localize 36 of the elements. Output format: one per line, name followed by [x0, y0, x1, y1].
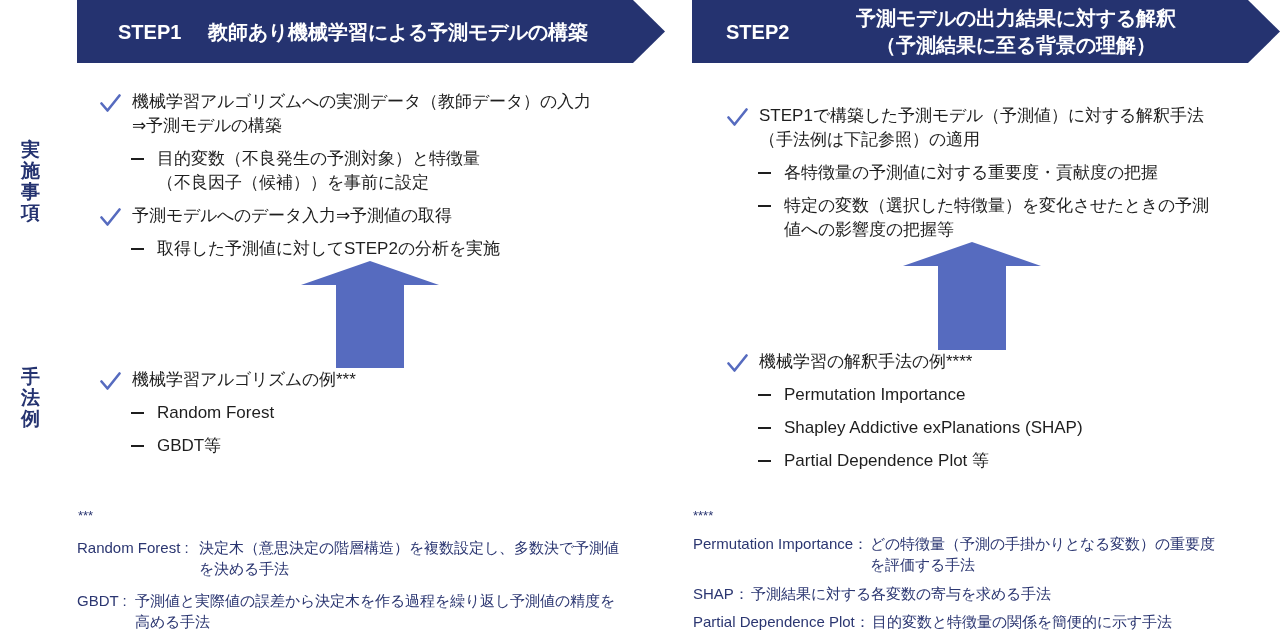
- list-item-text: 予測モデルへのデータ入力⇒予測値の取得: [132, 205, 453, 227]
- list-item-text: GBDT等: [157, 435, 222, 457]
- step-title: 教師あり機械学習による予測モデルの構築: [208, 19, 588, 45]
- step-banner: [692, 0, 1280, 63]
- block-arrow: [903, 242, 1041, 350]
- list-item-text: Permutation Importance: [784, 384, 966, 406]
- footnote-term: SHAP：: [693, 584, 749, 604]
- row-heading: 実施事項: [21, 139, 41, 223]
- footnote-text: 予測結果に対する各変数の寄与を求める手法: [750, 584, 1051, 604]
- step-title: 予測モデルの出力結果に対する解釈（予測結果に至る背景の理解）: [855, 5, 1177, 58]
- step-number: STEP2: [726, 19, 790, 44]
- row-heading: 手法例: [21, 366, 41, 429]
- list-item-text: Random Forest: [157, 402, 275, 424]
- footnote-term: Permutation Importance：: [693, 534, 869, 554]
- footnote-term: GBDT :: [77, 591, 127, 611]
- list-item-text: 機械学習アルゴリズムへの実測データ（教師データ）の入力⇒予測モデルの構築: [132, 91, 592, 137]
- list-item-text: 各特徴量の予測値に対する重要度・貢献度の把握: [784, 162, 1158, 184]
- list-item-text: Partial Dependence Plot 等: [784, 450, 990, 472]
- list-item-text: Shapley Addictive exPlanations (SHAP): [784, 417, 1083, 439]
- footnote-text: 予測値と実際値の誤差から決定木を作る過程を繰り返し予測値の精度を高める手法: [134, 591, 616, 632]
- list-item-text: 特定の変数（選択した特徴量）を変化させたときの予測値への影響度の把握等: [784, 195, 1210, 241]
- footnote-mark: ***: [78, 508, 94, 524]
- footnote-mark: ****: [693, 508, 714, 524]
- list-item-text: 機械学習アルゴリズムの例***: [132, 369, 356, 391]
- block-arrow: [301, 261, 439, 368]
- list-item-text: 目的変数（不良発生の予測対象）と特徴量（不良因子（候補））を事前に設定: [157, 148, 481, 194]
- step-banner: [77, 0, 665, 63]
- footnote-text: どの特徴量（予測の手掛かりとなる変数）の重要度を評価する手法: [870, 534, 1217, 575]
- list-item-text: STEP1で構築した予測モデル（予測値）に対する解釈手法（手法例は下記参照）の適用: [759, 105, 1205, 151]
- footnote-text: 決定木（意思決定の階層構造）を複数設定し、多数決で予測値を決める手法: [198, 538, 620, 579]
- footnote-text: 目的変数と特徴量の関係を簡便的に示す手法: [871, 612, 1172, 632]
- step-number: STEP1: [118, 19, 182, 44]
- footnote-term: Random Forest :: [77, 538, 189, 558]
- list-item-text: 機械学習の解釈手法の例****: [759, 351, 973, 373]
- footnote-term: Partial Dependence Plot：: [693, 612, 870, 632]
- list-item-text: 取得した予測値に対してSTEP2の分析を実施: [157, 238, 500, 260]
